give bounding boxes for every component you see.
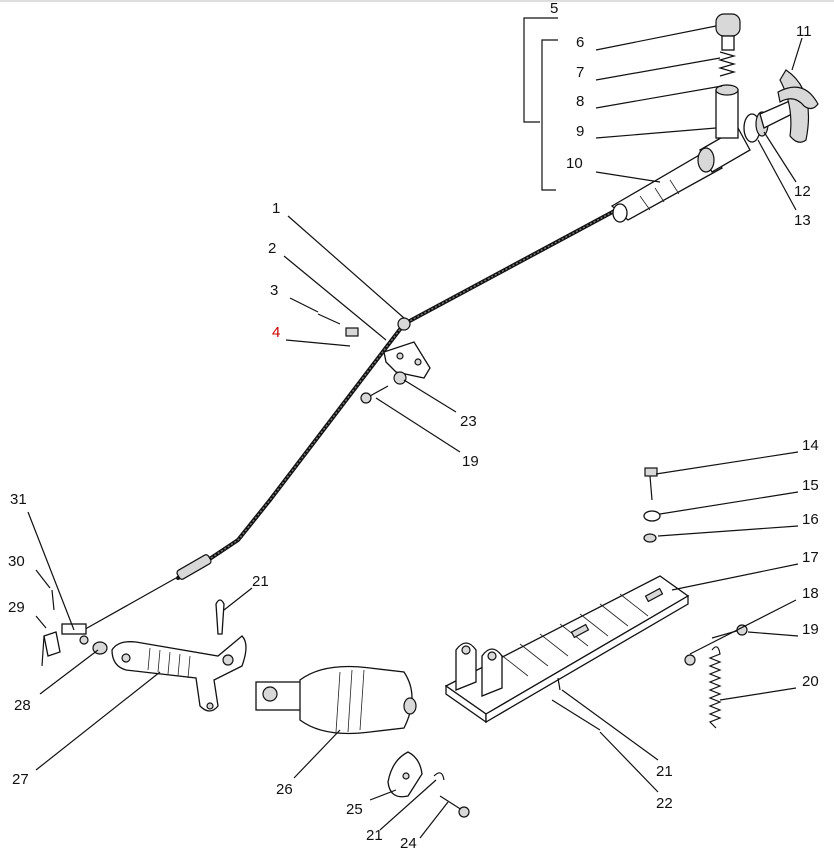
label-22: 22 bbox=[656, 795, 673, 812]
label-31: 31 bbox=[10, 491, 27, 508]
label-18: 18 bbox=[802, 585, 819, 602]
leader-lines bbox=[27, 17, 803, 839]
label-16: 16 bbox=[802, 511, 819, 528]
pedal-plate bbox=[444, 467, 748, 731]
label-2: 2 bbox=[268, 240, 276, 257]
label-13: 13 bbox=[794, 212, 811, 229]
label-15: 15 bbox=[802, 477, 819, 494]
label-1: 1 bbox=[272, 200, 280, 217]
label-29: 29 bbox=[8, 599, 25, 616]
label-9: 9 bbox=[576, 123, 584, 140]
label-21-pedal: 21 bbox=[656, 763, 673, 780]
label-11: 11 bbox=[796, 23, 812, 40]
label-20: 20 bbox=[802, 673, 819, 690]
label-5: 5 bbox=[550, 0, 558, 17]
label-10: 10 bbox=[566, 155, 583, 172]
label-21-bracket: 21 bbox=[252, 573, 269, 590]
label-30: 30 bbox=[8, 553, 25, 570]
part-number-labels: 5 6 7 8 9 10 11 12 13 1 2 3 4 23 19 14 1… bbox=[8, 0, 819, 852]
label-23: 23 bbox=[460, 413, 477, 430]
label-27: 27 bbox=[12, 771, 29, 788]
label-12: 12 bbox=[794, 183, 811, 200]
label-3: 3 bbox=[270, 282, 278, 299]
label-17: 17 bbox=[802, 549, 819, 566]
label-19-upper: 19 bbox=[462, 453, 479, 470]
label-4-highlighted: 4 bbox=[272, 324, 280, 341]
handle-assembly bbox=[610, 13, 819, 223]
label-8: 8 bbox=[576, 93, 584, 110]
cable-bracket bbox=[317, 313, 431, 404]
label-6: 6 bbox=[576, 34, 584, 51]
label-7: 7 bbox=[576, 64, 584, 81]
actuator-unit bbox=[255, 665, 470, 818]
label-19-right: 19 bbox=[802, 621, 819, 638]
lever-linkage bbox=[41, 589, 247, 712]
label-14: 14 bbox=[802, 437, 819, 454]
label-25: 25 bbox=[346, 801, 363, 818]
label-21-servo: 21 bbox=[366, 827, 383, 844]
label-28: 28 bbox=[14, 697, 31, 714]
label-26: 26 bbox=[276, 781, 293, 798]
label-24: 24 bbox=[400, 835, 417, 852]
throttle-cable bbox=[79, 206, 622, 633]
